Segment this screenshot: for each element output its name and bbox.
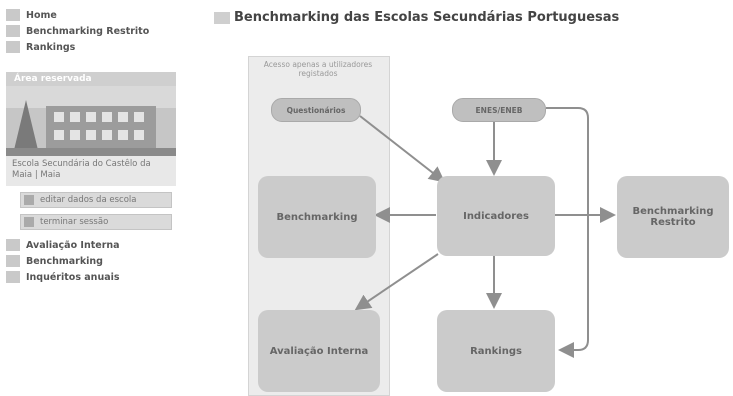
bullet-icon bbox=[6, 255, 20, 267]
nav-inqueritos-anuais[interactable]: Inquéritos anuais bbox=[6, 270, 176, 284]
logout-icon bbox=[24, 217, 34, 227]
node-avaliacao-interna[interactable]: Avaliação Interna bbox=[258, 310, 380, 392]
bullet-icon bbox=[6, 9, 20, 21]
edit-school-data-button[interactable]: editar dados da escola bbox=[20, 192, 172, 208]
nav-benchmarking[interactable]: Benchmarking bbox=[6, 254, 176, 268]
node-enes-eneb[interactable]: ENES/ENEB bbox=[452, 98, 546, 122]
page-title-text: Benchmarking das Escolas Secundárias Por… bbox=[234, 10, 620, 25]
nav-benchmarking-label: Benchmarking bbox=[26, 255, 103, 267]
bullet-icon bbox=[6, 239, 20, 251]
sidebar: Home Benchmarking Restrito Rankings Área… bbox=[6, 8, 176, 286]
bullet-icon bbox=[6, 25, 20, 37]
reserved-area-header: Área reservada bbox=[6, 72, 176, 86]
title-bullet-icon bbox=[214, 11, 230, 24]
page-title: Benchmarking das Escolas Secundárias Por… bbox=[214, 10, 619, 25]
school-photo bbox=[6, 86, 176, 156]
nav-inqueritos-anuais-label: Inquéritos anuais bbox=[26, 271, 120, 283]
school-building-image bbox=[6, 86, 176, 156]
node-benchmarking-restrito[interactable]: Benchmarking Restrito bbox=[617, 176, 729, 258]
nav-benchmarking-restrito[interactable]: Benchmarking Restrito bbox=[6, 24, 176, 38]
bullet-icon bbox=[6, 41, 20, 53]
edit-school-data-label: editar dados da escola bbox=[40, 195, 137, 205]
logout-label: terminar sessão bbox=[40, 217, 109, 227]
logout-button[interactable]: terminar sessão bbox=[20, 214, 172, 230]
node-indicadores[interactable]: Indicadores bbox=[437, 176, 555, 256]
pencil-icon bbox=[24, 195, 34, 205]
nav-home-label: Home bbox=[26, 9, 57, 21]
node-questionarios[interactable]: Questionários bbox=[271, 98, 361, 122]
school-name: Escola Secundária do Castêlo da Maia | M… bbox=[6, 156, 176, 186]
nav-rankings-label: Rankings bbox=[26, 41, 76, 53]
nav-benchmarking-restrito-label: Benchmarking Restrito bbox=[26, 25, 150, 37]
restricted-access-note: Acesso apenas a utilizadores registados bbox=[263, 60, 373, 78]
nav-home[interactable]: Home bbox=[6, 8, 176, 22]
nav-rankings[interactable]: Rankings bbox=[6, 40, 176, 54]
nav-avaliacao-interna-label: Avaliação Interna bbox=[26, 239, 120, 251]
node-benchmarking[interactable]: Benchmarking bbox=[258, 176, 376, 258]
nav-avaliacao-interna[interactable]: Avaliação Interna bbox=[6, 238, 176, 252]
node-rankings[interactable]: Rankings bbox=[437, 310, 555, 392]
bullet-icon bbox=[6, 271, 20, 283]
